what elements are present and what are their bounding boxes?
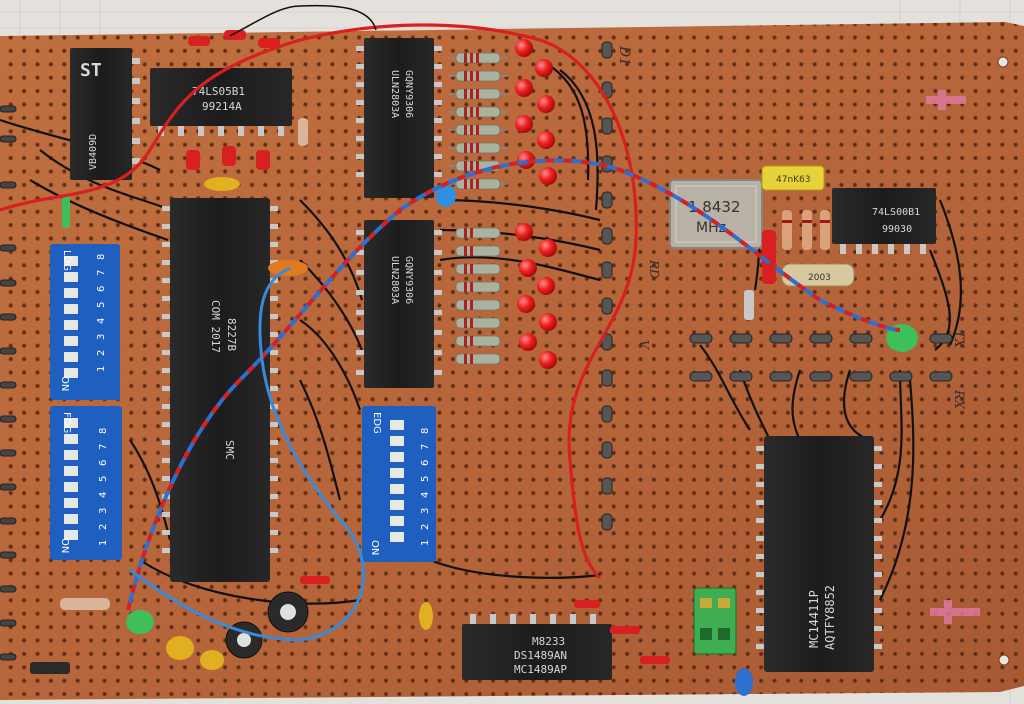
chip-uln-bottom-code: GQNY9306	[403, 256, 414, 304]
dip-fdg-label: FDG	[61, 412, 72, 433]
chip-74ls00: 74LS00B1 99030	[832, 188, 936, 254]
dip-fdg-num: 2	[98, 524, 109, 530]
dip-fdg-num: 7	[98, 444, 109, 450]
dip-ldg-num: 2	[96, 350, 107, 356]
chip-mc14411: MC14411P AQTFY8852	[756, 436, 882, 672]
chip-uln-bottom-label: ULN2803A	[389, 256, 400, 304]
red-wire	[0, 23, 638, 580]
resistor-array-bottom	[455, 227, 501, 365]
chip-vb409d-logo: ST	[80, 60, 102, 81]
chip-com2017: COM 2017 8227B SMC	[162, 198, 278, 582]
capacitor-label: 47nK63	[776, 175, 811, 185]
pencil-label-rx: RX	[951, 389, 966, 410]
dip-edg-num: 8	[420, 428, 431, 434]
dip-ldg-label: LDG	[61, 250, 72, 271]
dip-ldg-num: 7	[96, 270, 107, 276]
dip-edg-num: 3	[420, 508, 431, 514]
light-blue-wire	[129, 266, 365, 642]
dip-switch-edg[interactable]: EDG ON 1 2 3 4 5 6 7 8	[362, 406, 436, 562]
pencil-label-d1: D1	[616, 45, 632, 66]
dip-ldg-num: 8	[96, 254, 107, 260]
led-column	[515, 39, 557, 369]
blue-red-wire	[126, 158, 901, 611]
dip-ldg-num: 5	[96, 302, 107, 308]
terminal-block	[693, 587, 737, 655]
chip-ds1489: M8233 DS1489AN MC1489AP	[462, 614, 612, 680]
dip-edg-num: 5	[420, 476, 431, 482]
dip-ldg-num: 4	[96, 318, 107, 324]
dip-edg-num: 6	[420, 460, 431, 466]
resistors-near-crystal: 2003	[762, 210, 855, 287]
capacitor2-label: 2003	[808, 273, 831, 283]
chip-mc14411-code: AQTFY8852	[823, 585, 837, 650]
dip-fdg-num: 3	[98, 508, 109, 514]
chip-com2017-brand: SMC	[223, 440, 236, 460]
dip-fdg-num: 8	[98, 428, 109, 434]
dip-ldg-on: ON	[59, 376, 70, 391]
chip-uln2803-top: ULN2803A GQNY9306	[356, 38, 442, 198]
chip-vb409d-label: VB409D	[88, 134, 99, 170]
left-pin-header	[0, 105, 17, 661]
chip-com2017-code: 8227B	[225, 318, 238, 351]
dip-ldg-num: 6	[96, 286, 107, 292]
dip-edg-num: 7	[420, 444, 431, 450]
pencil-label-rd: RD	[647, 259, 661, 279]
dip-switch-ldg[interactable]: LDG ON 1 2 3 4 5 6 7 8	[50, 244, 120, 400]
crystal-oscillator: 1.8432 MHz	[669, 179, 763, 249]
marker-marks	[926, 90, 980, 624]
chip-ds1489-alt: MC1489AP	[514, 663, 567, 676]
pin-column	[601, 41, 613, 531]
chip-mc14411-label: MC14411P	[807, 590, 821, 648]
capacitor-47nk63: 47nK63	[761, 165, 825, 191]
dip-edg-label: EDG	[371, 412, 382, 434]
chip-74ls05: 74LS05B1 99214A	[150, 68, 292, 136]
dip-ldg-num: 1	[96, 366, 107, 372]
chip-vb409d: VB409D ST	[70, 48, 140, 180]
chip-ds1489-label: DS1489AN	[514, 649, 567, 662]
dip-fdg-num: 4	[98, 492, 109, 498]
chip-ds1489-date: M8233	[532, 635, 565, 648]
chip-74ls00-label: 74LS00B1	[872, 207, 920, 218]
dip-fdg-num: 6	[98, 460, 109, 466]
chip-com2017-label: COM 2017	[209, 300, 222, 353]
thin-black-wire	[229, 4, 377, 37]
dip-fdg-on: ON	[59, 538, 70, 553]
pencil-label-tx: TX	[951, 330, 966, 349]
dip-edg-num: 2	[420, 524, 431, 530]
chip-74ls00-code: 99030	[882, 224, 912, 235]
chip-uln-top-code: GQNY9306	[403, 70, 414, 118]
chip-74ls05-code: 99214A	[202, 100, 242, 113]
small-components-top	[62, 30, 754, 664]
dip-fdg-num: 5	[98, 476, 109, 482]
dip-ldg-num: 3	[96, 334, 107, 340]
dip-edg-on: ON	[369, 540, 380, 555]
chip-74ls05-label: 74LS05B1	[192, 85, 245, 98]
chip-uln-top-label: ULN2803A	[389, 70, 400, 118]
chip-uln2803-bottom: ULN2803A GQNY9306	[356, 220, 442, 388]
dip-edg-num: 1	[420, 540, 431, 546]
pencil-label-v: V	[637, 340, 651, 350]
dip-switch-fdg[interactable]: FDG ON 1 2 3 4 5 6 7 8	[50, 406, 122, 560]
dip-fdg-num: 1	[98, 540, 109, 546]
pin-rows-right	[689, 333, 953, 382]
dip-edg-num: 4	[420, 492, 431, 498]
